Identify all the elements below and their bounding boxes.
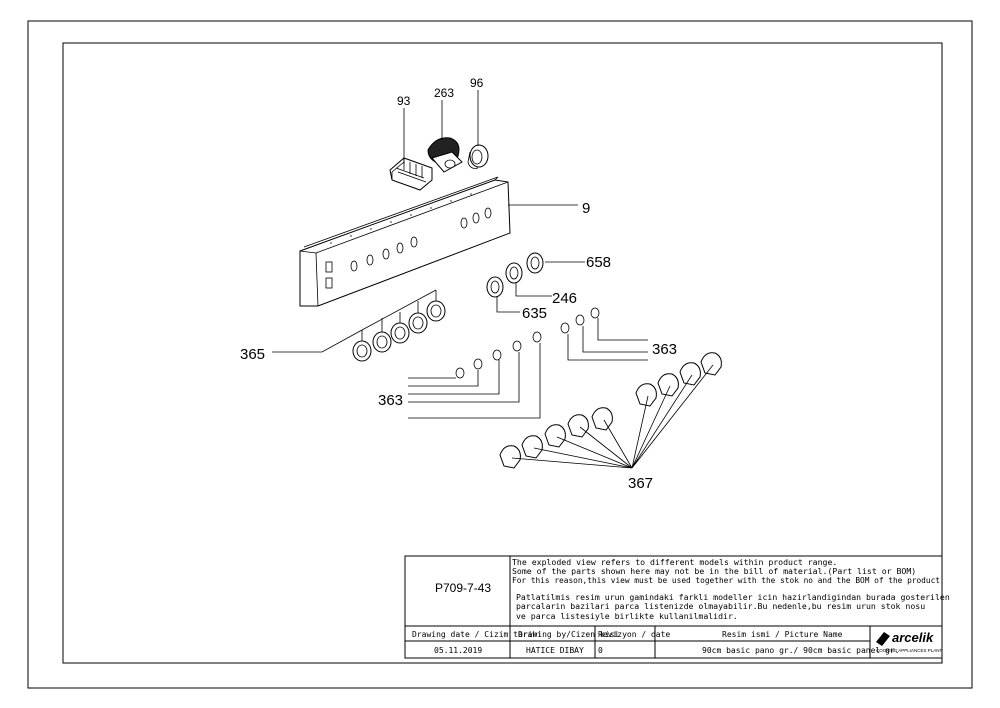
brand-subtitle: COOKING APPLIANCES PLANT: [876, 648, 943, 653]
callout-246: 246: [552, 290, 577, 307]
callout-635: 635: [522, 305, 547, 322]
inner-frame: [62, 42, 943, 664]
callout-363-left: 363: [378, 392, 403, 409]
value-revision: 0: [598, 646, 603, 655]
drawing-code: P709-7-43: [435, 581, 491, 595]
part-263-cap: [427, 137, 463, 173]
value-drawing-by: HATICE DIBAY: [526, 646, 584, 655]
note-tr-1: Patlatilmis resim urun gamindaki farkli …: [516, 592, 950, 602]
label-drawing-by: Drawing by/Cizen kisi: [518, 630, 619, 639]
note-en-2: Some of the parts shown here may not be …: [512, 566, 916, 576]
label-drawing-date: Drawing date / Cizim tarihi: [412, 630, 542, 639]
note-tr-3: ve parca listesiyle birlikte kullanilmal…: [516, 611, 738, 621]
part-365-bezels: [272, 289, 446, 362]
value-picture-name: 90cm basic pano gr./ 90cm basic panel gr…: [702, 646, 899, 655]
callout-9: 9: [582, 200, 590, 217]
outer-frame: [27, 20, 973, 689]
value-drawing-date: 05.11.2019: [434, 646, 482, 655]
brand-name: arcelik: [892, 630, 934, 645]
part-363-springs: [408, 307, 648, 419]
part-96-ring: [467, 144, 489, 169]
callout-658: 658: [586, 254, 611, 271]
callout-93: 93: [397, 94, 411, 108]
callout-365: 365: [240, 346, 265, 363]
label-revision: Revizyon / date: [598, 630, 670, 639]
callout-367: 367: [628, 475, 653, 492]
label-picture-name: Resim ismi / Picture Name: [722, 630, 843, 639]
part-93-clip: [389, 157, 433, 191]
part-9-control-panel: [299, 176, 511, 307]
title-block: P709-7-43 The exploded view refers to di…: [404, 555, 950, 659]
note-en-1: The exploded view refers to different mo…: [512, 557, 837, 567]
note-en-3: For this reason,this view must be used t…: [512, 575, 940, 585]
part-635-246-658-bezels: [486, 252, 585, 313]
callout-96: 96: [470, 76, 484, 90]
note-tr-2: parcalarin bazilari parca listenizde olm…: [516, 601, 925, 611]
part-367-knobs: [499, 352, 722, 469]
callout-363-right: 363: [652, 341, 677, 358]
exploded-view: 93 263 96 9 658 246 635 363 365 363 367: [240, 76, 722, 492]
brand-logo: arcelik COOKING APPLIANCES PLANT: [876, 630, 943, 653]
callout-263: 263: [434, 86, 454, 100]
